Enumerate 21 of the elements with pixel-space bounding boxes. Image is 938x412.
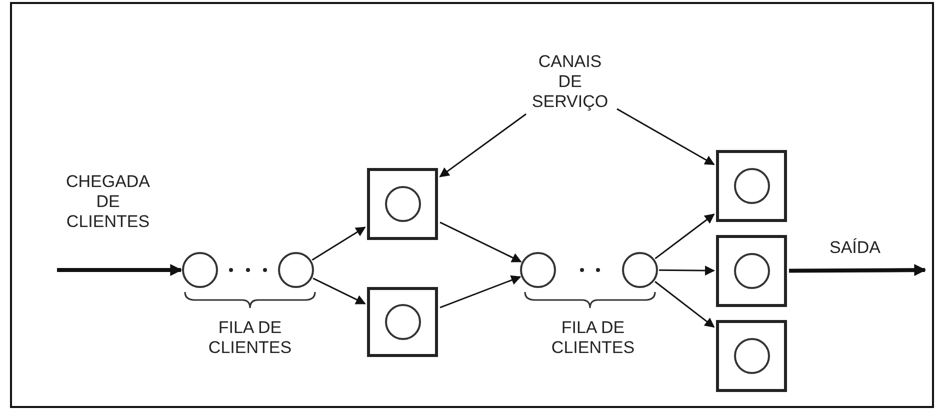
- arrow: [659, 266, 715, 276]
- arrow: [654, 214, 715, 260]
- text-label: CANAIS DE SERVIÇO: [525, 52, 615, 112]
- arrow: [654, 281, 715, 328]
- arrow: [440, 222, 522, 262]
- service-channel-box: [716, 235, 787, 307]
- arrow: [439, 113, 526, 178]
- service-channel-box: [716, 150, 787, 222]
- arrow: [57, 264, 182, 276]
- arrow: [440, 275, 522, 308]
- queue-customer-circle: [622, 252, 658, 288]
- arrow: [616, 108, 715, 166]
- service-channel-box: [367, 287, 438, 357]
- arrow: [788, 264, 926, 276]
- queue-customer-circle: [182, 252, 218, 288]
- queue-customer-circle: [278, 252, 314, 288]
- service-channel-box: [716, 320, 787, 392]
- arrow: [312, 278, 366, 304]
- arrow: [312, 226, 366, 261]
- queue-customer-circle: [520, 252, 556, 288]
- service-channel-box: [367, 168, 438, 240]
